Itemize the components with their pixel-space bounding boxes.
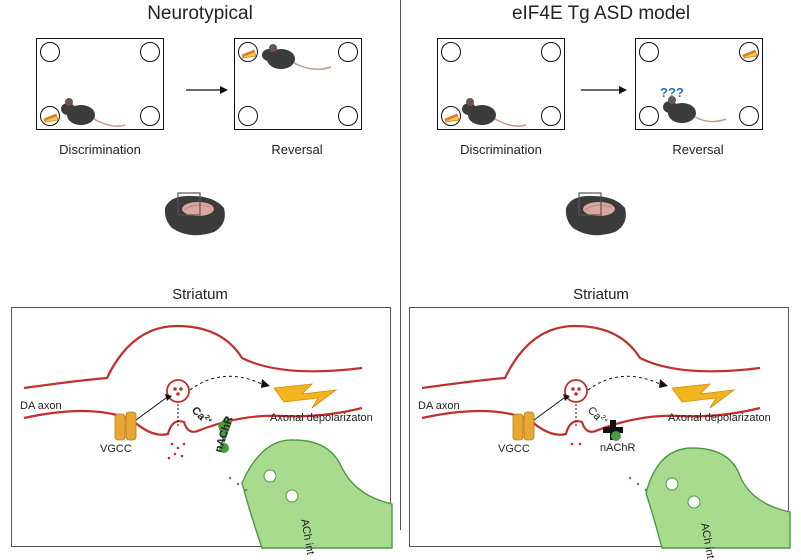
striatum-label: Striatum — [172, 286, 228, 303]
vesicle-icon — [564, 379, 588, 403]
hole — [541, 106, 561, 126]
axonal-depolarization-label: Axonal depolarizaton — [668, 412, 771, 424]
mouse-icon — [462, 98, 527, 127]
hole-with-cheese — [238, 42, 258, 62]
panel-divider — [400, 0, 401, 530]
synapse-diagram — [421, 324, 791, 549]
cheese-icon — [742, 49, 758, 59]
hole-with-cheese — [441, 106, 461, 126]
hole — [338, 106, 358, 126]
hole — [541, 42, 561, 62]
reversal-label: Reversal — [672, 142, 724, 157]
vgcc-icon — [512, 411, 535, 441]
striatum-label: Striatum — [573, 286, 629, 303]
striatum-box: DA axon VGCC Ca2+ Axonal depolarizaton n… — [11, 307, 393, 556]
reversal-arena — [234, 38, 362, 130]
discrimination-label: Discrimination — [59, 142, 141, 157]
vgcc-icon — [114, 411, 137, 441]
panel-title: eIF4E Tg ASD model — [511, 3, 691, 24]
discrimination-label: Discrimination — [460, 142, 542, 157]
discrimination-arena — [437, 38, 565, 130]
hole — [639, 42, 659, 62]
hole — [40, 42, 60, 62]
confused-question-marks: ??? — [660, 85, 684, 100]
da-axon-label: DA axon — [418, 400, 460, 412]
synapse-diagram — [23, 324, 393, 549]
mouse-icon — [61, 98, 126, 127]
cheese-icon — [43, 113, 59, 123]
discrimination-arena — [36, 38, 164, 130]
hole-with-cheese — [40, 106, 60, 126]
hole — [739, 106, 759, 126]
hole-with-cheese — [739, 42, 759, 62]
mouse-head-icon — [565, 192, 626, 236]
vgcc-label: VGCC — [100, 443, 132, 455]
nachr-label: nAChR — [600, 442, 636, 454]
asd-model-panel: eIF4E Tg ASD model Discrimination — [401, 0, 801, 560]
panel-title: Neurotypical — [147, 3, 253, 24]
mouse-icon — [663, 96, 727, 123]
reversal-arena: ??? — [635, 38, 763, 130]
vesicle-icon — [166, 379, 190, 403]
cheese-icon — [444, 113, 460, 123]
neurotypical-panel: Neurotypical Discrimination — [0, 0, 400, 556]
striatum-box: DA axon VGCC Ca2+ Axonal depolarizaton n… — [409, 307, 791, 560]
hole — [140, 106, 160, 126]
hole — [338, 42, 358, 62]
blocked-cross-icon — [603, 420, 623, 440]
hole — [238, 106, 258, 126]
reversal-label: Reversal — [271, 142, 323, 157]
vgcc-label: VGCC — [498, 443, 530, 455]
arrow-right-icon — [186, 86, 228, 94]
mouse-head-icon — [164, 192, 225, 236]
arrow-right-icon — [581, 86, 627, 94]
mouse-icon — [262, 44, 332, 70]
hole — [140, 42, 160, 62]
cheese-icon — [241, 49, 257, 59]
da-axon-label: DA axon — [20, 400, 62, 412]
hole — [441, 42, 461, 62]
hole — [639, 106, 659, 126]
axonal-depolarization-label: Axonal depolarizaton — [270, 412, 373, 424]
